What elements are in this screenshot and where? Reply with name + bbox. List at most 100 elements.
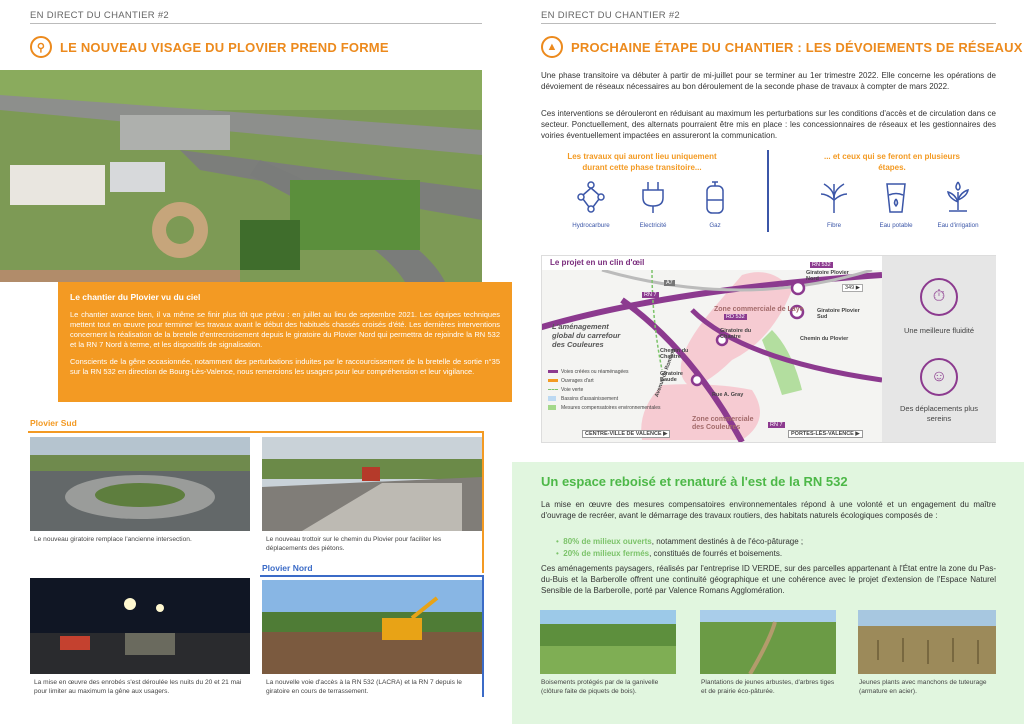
photo-night-paving bbox=[30, 578, 250, 674]
network-item: Electricité bbox=[627, 180, 679, 229]
plovier-sud-side bbox=[482, 431, 484, 573]
network-item: Gaz bbox=[689, 180, 741, 229]
info-box: Le chantier du Plovier vu du ciel Le cha… bbox=[58, 282, 512, 402]
road-badge-a7: A7 bbox=[664, 280, 675, 286]
road-rd532 bbox=[690, 308, 882, 383]
plovier-nord-label: Plovier Nord bbox=[262, 563, 313, 573]
green-caption-1: Boisements protégés par de la ganivelle … bbox=[541, 679, 659, 695]
right-title-text: PROCHAINE ÉTAPE DU CHANTIER : LES DÉVOIE… bbox=[571, 39, 1023, 55]
caption-4: La nouvelle voie d'accès à la RN 532 (LA… bbox=[266, 679, 462, 695]
photo-ganivelle bbox=[540, 610, 676, 674]
network-item: Eau potable bbox=[870, 180, 922, 229]
caption-1: Le nouveau giratoire remplace l'ancienne… bbox=[34, 536, 192, 543]
right-para2: Ces interventions se dérouleront en rédu… bbox=[541, 109, 996, 140]
benefit-fluidity: Une meilleure fluidité bbox=[903, 326, 975, 335]
giratoire-baude-label: Giratoire Baude bbox=[660, 371, 683, 383]
network-item: Fibre bbox=[808, 180, 860, 229]
plug-icon bbox=[642, 182, 664, 213]
green-title: Un espace reboisé et renaturé à l'est de… bbox=[541, 474, 848, 489]
network-label: Electricité bbox=[639, 222, 667, 229]
zone-laye-area bbox=[680, 272, 792, 388]
networks-transitional: Hydrocarbure Electricité Gaz bbox=[565, 180, 741, 229]
bullet2-strong: 20% de milieux fermés bbox=[563, 549, 650, 558]
search-icon: ⚲ bbox=[30, 36, 52, 58]
right-title: ▲ PROCHAINE ÉTAPE DU CHANTIER : LES DÉVO… bbox=[541, 36, 1023, 58]
right-header: EN DIRECT DU CHANTIER #2 bbox=[541, 10, 680, 21]
road-badge-rn7-south: RN 7 bbox=[768, 422, 785, 428]
bullet-2: • 20% de milieux fermés, constitués de f… bbox=[556, 549, 783, 558]
irrigation-plant-icon bbox=[947, 181, 969, 212]
giratoire-baude-marker bbox=[690, 373, 704, 387]
legend-item: Ouvrages d'art bbox=[548, 377, 661, 386]
benefit-serene: Des déplacements plus sereins bbox=[900, 404, 978, 423]
info-box-para2: Conscients de la gêne occasionnée, notam… bbox=[70, 356, 500, 376]
map-title: Le projet en un clin d'œil bbox=[550, 258, 645, 267]
map-heading: L'aménagement global du carrefour des Co… bbox=[552, 322, 621, 349]
giratoire-sud-marker bbox=[789, 304, 805, 320]
gas-tank-icon bbox=[706, 181, 724, 214]
left-title: ⚲ LE NOUVEAU VISAGE DU PLOVIER PREND FOR… bbox=[30, 36, 389, 58]
bullet1-strong: 80% de milieux ouverts bbox=[563, 537, 652, 546]
plovier-nord-line bbox=[260, 575, 484, 577]
caption-3: La mise en œuvre des enrobés s'est dérou… bbox=[34, 679, 242, 695]
road-rn532 bbox=[542, 272, 882, 331]
green-caption-2: Plantations de jeunes arbustes, d'arbres… bbox=[701, 679, 835, 695]
road-rn7 bbox=[620, 297, 745, 442]
green-section: Un espace reboisé et renaturé à l'est de… bbox=[512, 462, 1024, 724]
network-label: Fibre bbox=[826, 222, 842, 229]
left-title-text: LE NOUVEAU VISAGE DU PLOVIER PREND FORME bbox=[60, 39, 389, 55]
benefits-panel: ⏱ Une meilleure fluidité ☺ Des déplaceme… bbox=[882, 256, 996, 442]
project-map: Le projet en un clin d'œil L'aménagement… bbox=[541, 255, 996, 443]
photo-roundabout bbox=[30, 437, 250, 531]
water-glass-icon bbox=[886, 183, 906, 213]
exit-badge: 349 ▶ bbox=[842, 284, 863, 292]
centre-ville-label: CENTRE-VILLE DE VALENCE ▶ bbox=[582, 430, 671, 438]
rue-label: Rue A. Gray bbox=[712, 392, 744, 398]
giratoire-chantre-marker bbox=[715, 333, 729, 347]
green-para1: La mise en œuvre des mesures compensatoi… bbox=[541, 500, 996, 520]
green-para2: Ces aménagements paysagers, réalisés par… bbox=[541, 564, 996, 595]
voie-verte bbox=[651, 270, 663, 371]
network-label: Hydrocarbure bbox=[572, 222, 610, 229]
chemin-chantre-label: Chemin du Chantre bbox=[660, 348, 689, 360]
plovier-nord-side bbox=[482, 575, 484, 697]
road-badge-rn532: RN 532 bbox=[810, 262, 833, 268]
plovier-sud-label: Plovier Sud bbox=[30, 418, 77, 428]
map-legend: Voies créées ou réaménagées Ouvrages d'a… bbox=[548, 368, 661, 413]
road-badge-rd532: RD 532 bbox=[724, 314, 747, 320]
photo-young-plants bbox=[858, 610, 996, 674]
photo-earthworks bbox=[262, 580, 482, 674]
compensation-area bbox=[762, 330, 802, 395]
giratoire-chantre-label: Giratoire du Chantre bbox=[720, 328, 752, 340]
left-header-line bbox=[30, 23, 482, 24]
col2-title: ... et ceux qui se feront en plusieurs é… bbox=[823, 152, 961, 172]
giratoire-nord-label: Giratoire Plovier Nord bbox=[806, 270, 849, 282]
molecule-icon bbox=[577, 181, 605, 213]
info-box-heading: Le chantier du Plovier vu du ciel bbox=[70, 292, 201, 302]
zone-laye-label: Zone commerciale de Laye bbox=[714, 306, 804, 313]
network-item: Eau d'irrigation bbox=[932, 180, 984, 229]
portes-label: PORTES-LÈS-VALENCE ▶ bbox=[788, 430, 863, 438]
chemin-plovier-label: Chemin du Plovier bbox=[800, 336, 849, 342]
traffic-cone-icon: ▲ bbox=[541, 36, 563, 58]
giratoire-sud-label: Giratoire Plovier Sud bbox=[817, 308, 860, 320]
fiber-icon bbox=[820, 183, 848, 213]
networks-multistage: Fibre Eau potable Eau d'irrigation bbox=[808, 180, 984, 229]
network-item: Hydrocarbure bbox=[565, 180, 617, 229]
left-header: EN DIRECT DU CHANTIER #2 bbox=[30, 10, 169, 21]
legend-item: Voies créées ou réaménagées bbox=[548, 368, 661, 377]
green-caption-3: Jeunes plants avec manchons de tuteurage… bbox=[859, 679, 987, 695]
network-label: Eau potable bbox=[879, 222, 913, 229]
legend-item: Mesures compensatoires environnementales bbox=[548, 404, 661, 413]
zone-couleures-label: Zone commerciale des Couleures bbox=[692, 416, 754, 432]
bullet2-rest: , constitués de fourrés et boisements. bbox=[649, 549, 783, 558]
plovier-sud-line bbox=[28, 431, 484, 433]
caption-2: Le nouveau trottoir sur le chemin du Plo… bbox=[266, 536, 442, 552]
network-label: Eau d'irrigation bbox=[937, 222, 979, 229]
aerial-photo bbox=[0, 70, 482, 282]
right-header-line bbox=[541, 23, 996, 24]
col-divider bbox=[767, 150, 769, 232]
info-box-para1: Le chantier avance bien, il va même se f… bbox=[70, 310, 500, 350]
bullet1-rest: , notamment destinés à de l'éco-pâturage… bbox=[651, 537, 804, 546]
photo-sidewalk bbox=[262, 437, 482, 531]
